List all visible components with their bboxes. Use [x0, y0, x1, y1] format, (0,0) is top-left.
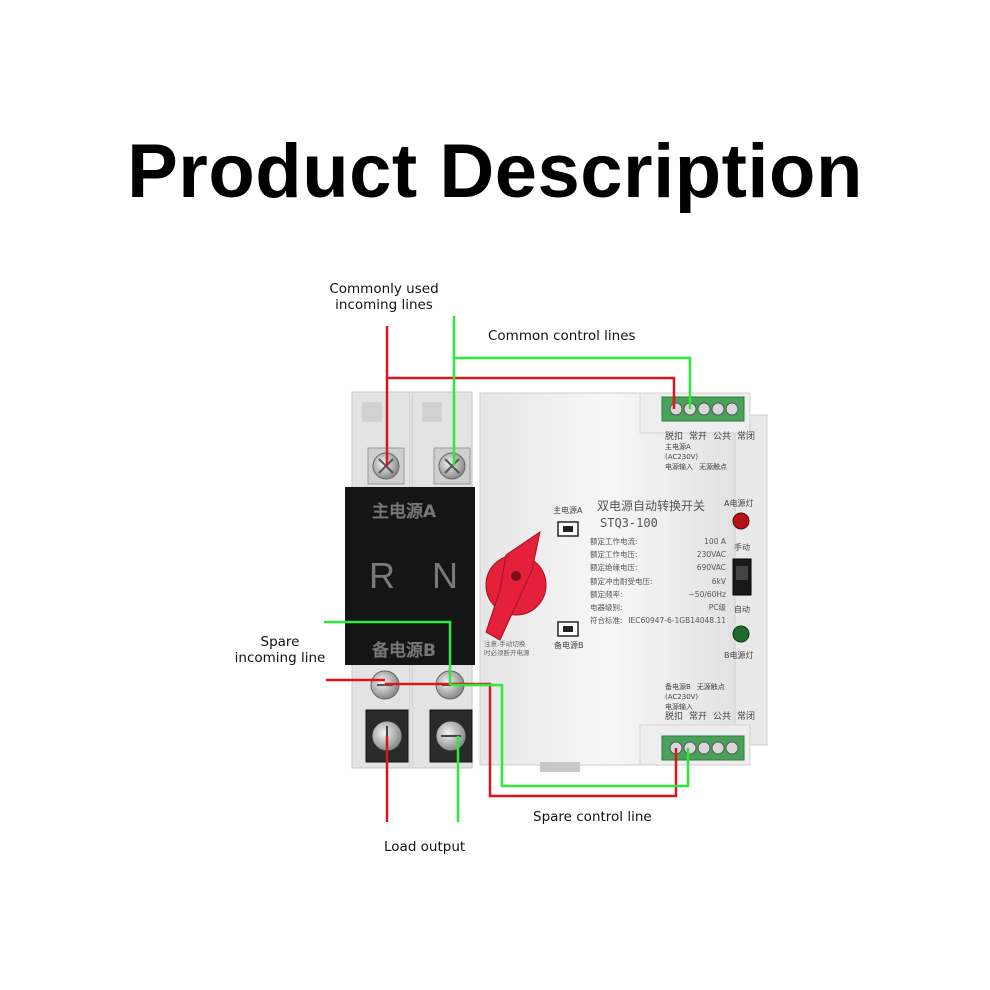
- pole-r-label: R: [369, 555, 395, 596]
- manual-auto-slider: [732, 558, 752, 596]
- spec-row: 额定工作电流:100 A: [590, 537, 726, 546]
- spec-row: 额定频率:~50/60Hz: [590, 589, 726, 599]
- pole-n-label: N: [432, 555, 458, 596]
- indicator-a-label: A电源灯: [724, 499, 754, 508]
- manual-label: 手动: [734, 543, 750, 552]
- spec-row: 额定工作电压:230VAC: [590, 550, 726, 560]
- spec-row: 额定绝缘电压:690VAC: [590, 563, 726, 573]
- callout-common-control-lines: Common control lines: [488, 328, 636, 344]
- spec-row: 符合标准:IEC60947-6-1GB14048.11: [590, 616, 726, 626]
- top-terminal-label: 主电源A: [372, 502, 437, 522]
- callout-commonly-used-incoming: Commonly used incoming lines: [329, 281, 439, 313]
- control-terminal-block-bottom: [661, 735, 745, 761]
- top-block-trip: 脱扣: [665, 432, 684, 442]
- label-band: [345, 487, 475, 665]
- warning-text: 注意:手动切换 时必须断开电源: [484, 640, 530, 657]
- spec-row: 额定冲击耐受电压:6kV: [590, 576, 726, 586]
- spec-row: 电器级别:PC级: [590, 603, 726, 613]
- position-a-label: 主电源A: [553, 506, 583, 515]
- position-windows: [557, 521, 579, 637]
- selector-knob: [485, 530, 547, 641]
- bottom-block-labels: 备电源B 无源触点 (AC230V) 电源输入 脱扣 常开 公共 常闭: [665, 683, 756, 722]
- green-wires: [324, 316, 692, 822]
- callout-spare-control-line: Spare control line: [533, 809, 652, 825]
- top-block-labels: 脱扣 常开 公共 常闭 主电源A (AC230V) 电源输入 无源触点: [665, 432, 756, 471]
- model-label: STQ3-100: [600, 516, 658, 530]
- position-b-label: 备电源B: [554, 641, 584, 650]
- switch-title: 双电源自动转换开关: [597, 499, 706, 513]
- callout-spare-incoming-line: Spare incoming line: [234, 634, 326, 666]
- control-terminal-block-top: [661, 396, 745, 422]
- auto-label: 自动: [734, 605, 750, 614]
- indicator-b-label: B电源灯: [724, 651, 754, 660]
- page-title: Product Description: [127, 129, 863, 214]
- bottom-terminal-label: 备电源B: [372, 641, 436, 661]
- callout-load-output: Load output: [384, 839, 466, 855]
- indicator-lamps: [732, 512, 750, 643]
- spec-table: 额定工作电流:100 A 额定工作电压:230VAC 额定绝缘电压:690VAC…: [590, 535, 726, 627]
- bottom-block-trip: 脱扣: [665, 712, 684, 722]
